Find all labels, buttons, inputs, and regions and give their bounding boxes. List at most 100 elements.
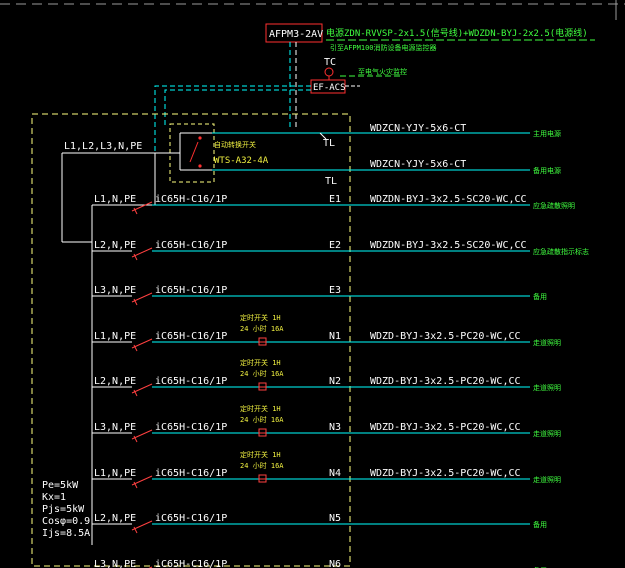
timer-label: 定时开关 1H <box>240 450 281 459</box>
afpm-label: AFPM3-2AV <box>269 29 323 40</box>
incoming-tap <box>319 132 327 140</box>
ats-contact <box>189 141 199 163</box>
circuit-id: E1 <box>329 194 341 205</box>
ats-contact-dot <box>198 164 202 168</box>
circuit-phase: L3,N,PE <box>94 559 136 568</box>
circuit-phase: L2,N,PE <box>94 376 136 387</box>
breaker-model: iC65H-C16/1P <box>155 422 227 433</box>
circuit-id: N6 <box>329 559 341 568</box>
breaker-model: iC65H-C16/1P <box>155 194 227 205</box>
timer-label: 24 小时 16A <box>240 324 284 333</box>
circuit-phase: L3,N,PE <box>94 422 136 433</box>
incoming-purpose: 主用电源 <box>533 129 561 138</box>
breaker-model: iC65H-C16/1P <box>155 513 227 524</box>
tc-label: TC <box>324 57 336 68</box>
afpm-box <box>265 23 323 43</box>
circuit-row: L1,N,PE iC65H-C16/1P E1 WDZDN-BYJ-3x2.5-SC2… <box>92 194 575 215</box>
circuit-purpose: 备用 <box>533 520 547 529</box>
breaker-model: iC65H-C16/1P <box>155 559 227 568</box>
fire-alarm-note: 至电气火灾监控 <box>358 67 407 76</box>
circuit-phase: L1,N,PE <box>94 194 136 205</box>
circuit-row: L3,N,PE iC65H-C16/1P N6 备用 <box>94 559 547 568</box>
circuit-purpose: 备用 <box>533 566 547 568</box>
circuit-id: N3 <box>329 422 341 433</box>
circuit-row: L1,N,PE iC65H-C16/1P 定时开关 1H 24 小时 16A N1 WDZ… <box>92 313 561 352</box>
afpm-note: 引至AFPM100消防设备电源监控器 <box>330 43 437 52</box>
breaker-blade <box>131 429 153 440</box>
signal-path-left <box>154 85 311 153</box>
circuit-id: E2 <box>329 240 341 251</box>
load-data-line: Ijs=8.5A <box>42 528 90 539</box>
circuit-row: L1,N,PE iC65H-C16/1P 定时开关 1H 24 小时 16A N4 WDZ… <box>92 450 561 489</box>
ats-name: 自动转换开关 <box>214 140 256 149</box>
ats-bus-label: L1,L2,L3,N,PE <box>64 141 142 152</box>
breaker-mark <box>133 253 138 261</box>
circuit-phase: L1,N,PE <box>94 468 136 479</box>
timer-label: 定时开关 1H <box>240 313 281 322</box>
tc-sensor-icon <box>324 67 334 77</box>
timer-label: 24 小时 16A <box>240 369 284 378</box>
signal-path-inner <box>164 89 311 125</box>
circuit-id: N1 <box>329 331 341 342</box>
breaker-blade <box>131 247 153 258</box>
circuit-purpose: 走道照明 <box>533 475 561 484</box>
circuit-phase: L3,N,PE <box>94 285 136 296</box>
circuit-cable: WDZD-BYJ-3x2.5-PC20-WC,CC <box>370 422 521 433</box>
breaker-mark <box>133 481 138 489</box>
breaker-model: iC65H-C16/1P <box>155 468 227 479</box>
circuit-cable: WDZD-BYJ-3x2.5-PC20-WC,CC <box>370 331 521 342</box>
circuit-cable: WDZDN-BYJ-3x2.5-SC20-WC,CC <box>370 194 527 205</box>
afpm-cable: 电源ZDN-RVVSP-2x1.5(信号线)+WDZDN-BYJ-2x2.5(电… <box>326 27 588 39</box>
circuit-id: N5 <box>329 513 341 524</box>
breaker-model: iC65H-C16/1P <box>155 285 227 296</box>
breaker-blade <box>131 475 153 486</box>
incoming-feeder: TL WDZCN-YJY-5x6-CT 备用电源 <box>212 159 561 187</box>
breaker-mark <box>133 207 138 215</box>
breaker-model: iC65H-C16/1P <box>155 376 227 387</box>
ats-contact-dot <box>198 136 202 140</box>
breaker-blade <box>131 338 153 349</box>
load-data-line: Pe=5kW <box>42 480 79 491</box>
incoming-feeder: TL WDZCN-YJY-5x6-CT 主用电源 <box>212 123 561 149</box>
load-data-line: Cosφ=0.9 <box>42 516 90 527</box>
circuit-purpose: 备用 <box>533 292 547 301</box>
incoming-cable: WDZCN-YJY-5x6-CT <box>370 123 466 134</box>
load-data-line: Kx=1 <box>42 492 66 503</box>
breaker-blade <box>131 520 153 531</box>
breaker-mark <box>133 526 138 534</box>
circuit-purpose: 应急疏散指示标志 <box>533 247 589 256</box>
breaker-mark <box>133 435 138 443</box>
breaker-model: iC65H-C16/1P <box>155 240 227 251</box>
circuit-purpose: 走道照明 <box>533 383 561 392</box>
circuit-purpose: 走道照明 <box>533 429 561 438</box>
breaker-blade <box>131 292 153 303</box>
breaker-blade <box>131 383 153 394</box>
breaker-model: iC65H-C16/1P <box>155 331 227 342</box>
circuit-cable: WDZDN-BYJ-3x2.5-SC20-WC,CC <box>370 240 527 251</box>
circuit-id: E3 <box>329 285 341 296</box>
breaker-mark <box>133 298 138 306</box>
efacs-label: EF-ACS <box>313 83 346 93</box>
incoming-tl: TL <box>325 176 337 187</box>
timer-label: 定时开关 1H <box>240 358 281 367</box>
breaker-mark <box>133 389 138 397</box>
circuit-phase: L1,N,PE <box>94 331 136 342</box>
circuit-cable: WDZD-BYJ-3x2.5-PC20-WC,CC <box>370 468 521 479</box>
circuit-phase: L2,N,PE <box>94 240 136 251</box>
circuit-purpose: 应急疏散照明 <box>533 201 575 210</box>
incoming-tl: TL <box>323 138 335 149</box>
circuit-id: N2 <box>329 376 341 387</box>
load-data-line: Pjs=5kW <box>42 504 85 515</box>
timer-label: 24 小时 16A <box>240 461 284 470</box>
circuit-id: N4 <box>329 468 341 479</box>
circuit-row: L3,N,PE iC65H-C16/1P E3 备用 <box>92 285 547 306</box>
timer-label: 定时开关 1H <box>240 404 281 413</box>
breaker-mark <box>133 344 138 352</box>
breaker-blade <box>131 201 153 212</box>
